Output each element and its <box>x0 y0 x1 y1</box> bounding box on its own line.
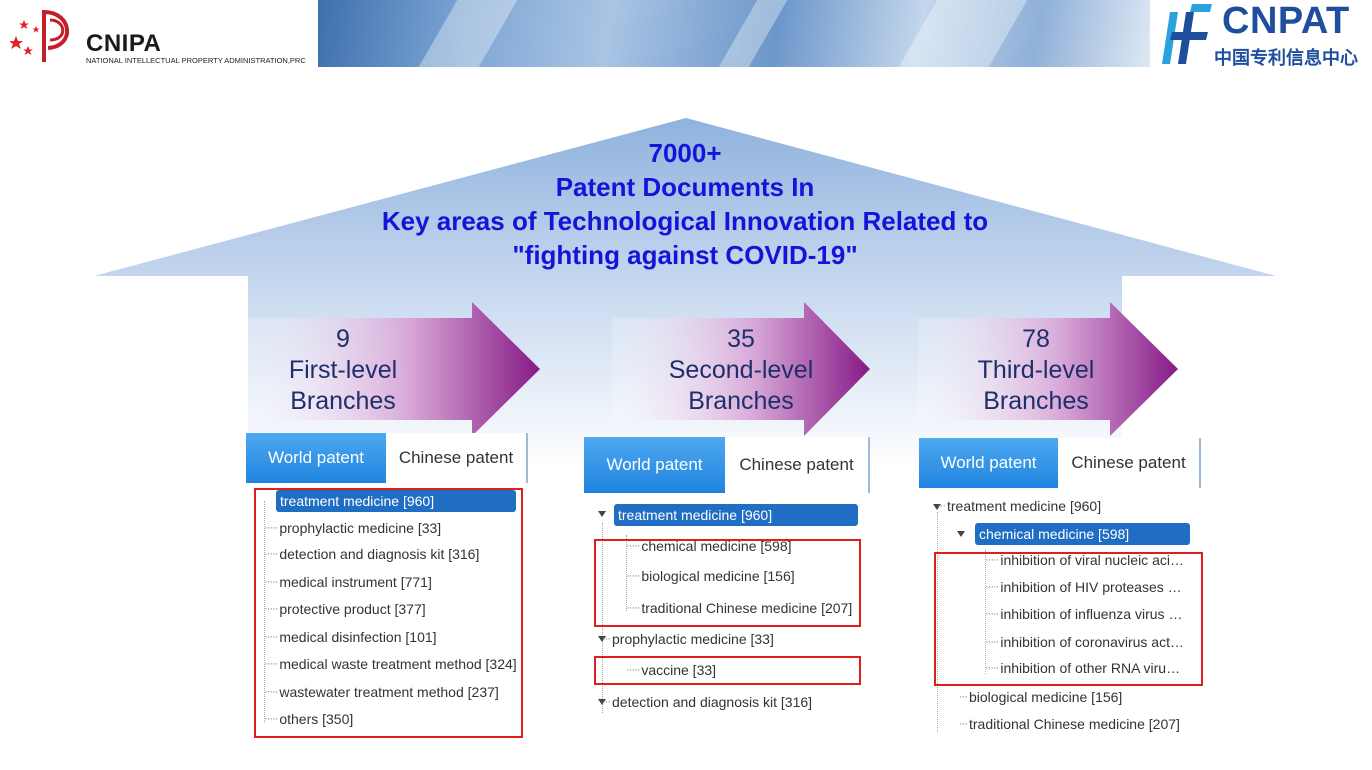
cnpat-emblem-icon <box>1162 4 1212 64</box>
first-level-label: 9 First-level Branches <box>248 324 438 417</box>
tree-node-protective-product[interactable]: ·····protective product [377] <box>264 601 426 617</box>
expand-toggle-icon[interactable] <box>598 636 606 642</box>
cnipa-title: CNIPA <box>86 30 162 57</box>
tree-node-wastewater[interactable]: ·····wastewater treatment method [237] <box>264 684 499 700</box>
tree-node-traditional-chinese-medicine[interactable]: ···traditional Chinese medicine [207] <box>959 716 1180 732</box>
tree-node-others[interactable]: ·····others [350] <box>264 711 354 727</box>
cnipa-subtitle: NATIONAL INTELLECTUAL PROPERTY ADMINISTR… <box>86 56 306 65</box>
highlight-box <box>254 488 523 738</box>
header-banner: CNIPA NATIONAL INTELLECTUAL PROPERTY ADM… <box>0 0 1372 68</box>
first-level-line1: First-level <box>288 356 398 384</box>
tree-node-treatment-medicine[interactable]: ···treatment medicine [960] <box>937 498 1102 514</box>
tree-node-hiv-proteases[interactable]: ·····inhibition of HIV proteases [… <box>985 579 1185 595</box>
third-level-panel: World patent Chinese patent ···treatment… <box>919 438 1203 738</box>
headline: 7000+ Patent Documents In Key areas of T… <box>300 136 1070 272</box>
expand-toggle-icon[interactable] <box>598 699 606 705</box>
second-level-label: 35 Second-level Branches <box>612 324 870 417</box>
expand-toggle-icon[interactable] <box>933 504 941 510</box>
second-level-count: 35 <box>727 325 755 353</box>
tree-node-coronavirus[interactable]: ·····inhibition of coronavirus acti… <box>985 634 1185 650</box>
first-level-line2: Branches <box>290 387 396 415</box>
tree-node-detection-kit[interactable]: ·····detection and diagnosis kit [316] <box>264 546 480 562</box>
tree-node-treatment-medicine[interactable]: treatment medicine [960] <box>276 490 516 512</box>
tab-chinese-patent[interactable]: Chinese patent <box>1058 438 1201 488</box>
second-level-panel: World patent Chinese patent treatment me… <box>584 437 870 725</box>
tree-node-influenza-virus[interactable]: ·····inhibition of influenza virus n… <box>985 606 1185 622</box>
cnpat-title: CNPAT <box>1222 0 1350 42</box>
tree-node-chemical-medicine[interactable]: chemical medicine [598] <box>975 523 1190 545</box>
headline-line3: Key areas of Technological Innovation Re… <box>381 206 989 236</box>
cnpat-logo: CNPAT 中国专利信息中心 <box>1150 0 1372 68</box>
first-level-arrow: 9 First-level Branches <box>248 302 540 436</box>
headline-count: 7000+ <box>648 138 722 168</box>
tree-node-prophylactic-medicine[interactable]: ···prophylactic medicine [33] <box>602 631 774 647</box>
tree-node-traditional-chinese-medicine[interactable]: ·····traditional Chinese medicine [207] <box>626 600 853 616</box>
tab-world-patent[interactable]: World patent <box>919 438 1058 488</box>
tab-bar: World patent Chinese patent <box>919 438 1201 488</box>
tab-bar: World patent Chinese patent <box>246 433 528 483</box>
tab-bar: World patent Chinese patent <box>584 437 870 493</box>
third-level-line2: Branches <box>983 387 1089 415</box>
tab-world-patent[interactable]: World patent <box>246 433 386 483</box>
tree-node-biological-medicine[interactable]: ·····biological medicine [156] <box>626 568 795 584</box>
third-level-arrow: 78 Third-level Branches <box>918 302 1178 436</box>
tree-node-viral-nucleic-acid[interactable]: ·····inhibition of viral nucleic acid… <box>985 552 1185 568</box>
expand-toggle-icon[interactable] <box>598 511 606 517</box>
tree-node-prophylactic-medicine[interactable]: ·····prophylactic medicine [33] <box>264 520 442 536</box>
tree-node-medical-waste[interactable]: ·····medical waste treatment method [324… <box>264 656 517 672</box>
tab-world-patent[interactable]: World patent <box>584 437 725 493</box>
second-level-arrow: 35 Second-level Branches <box>612 302 870 436</box>
expand-toggle-icon[interactable] <box>957 531 965 537</box>
second-level-line2: Branches <box>688 387 794 415</box>
tab-chinese-patent[interactable]: Chinese patent <box>386 433 528 483</box>
cnipa-logo: CNIPA NATIONAL INTELLECTUAL PROPERTY ADM… <box>6 4 318 66</box>
tree-node-other-rna-virus[interactable]: ·····inhibition of other RNA virus … <box>985 660 1185 676</box>
tree-node-medical-disinfection[interactable]: ·····medical disinfection [101] <box>264 629 437 645</box>
cnpat-subtitle: 中国专利信息中心 <box>1214 48 1358 68</box>
highlight-box <box>594 539 861 627</box>
highlight-box <box>934 552 1203 686</box>
headline-line2: Patent Documents In <box>555 172 815 202</box>
second-level-line1: Second-level <box>668 356 814 384</box>
tree-node-treatment-medicine[interactable]: treatment medicine [960] <box>614 504 858 526</box>
tree-node-chemical-medicine[interactable]: ·····chemical medicine [598] <box>626 538 792 554</box>
third-level-label: 78 Third-level Branches <box>918 324 1154 417</box>
third-level-line1: Third-level <box>977 356 1095 384</box>
tree-node-medical-instrument[interactable]: ·····medical instrument [771] <box>264 574 432 590</box>
first-level-panel: World patent Chinese patent treatment me… <box>246 433 528 743</box>
tree-node-vaccine[interactable]: ·····vaccine [33] <box>626 662 717 678</box>
third-level-count: 78 <box>1022 325 1050 353</box>
first-level-count: 9 <box>336 325 350 353</box>
cnipa-emblem-icon <box>10 10 69 62</box>
tree-node-biological-medicine[interactable]: ···biological medicine [156] <box>959 689 1123 705</box>
tab-chinese-patent[interactable]: Chinese patent <box>725 437 870 493</box>
banner-background-image <box>318 0 1150 67</box>
tree-node-detection-kit[interactable]: ···detection and diagnosis kit [316] <box>602 694 813 710</box>
headline-line4: "fighting against COVID-19" <box>512 240 858 270</box>
highlight-box <box>594 656 861 685</box>
